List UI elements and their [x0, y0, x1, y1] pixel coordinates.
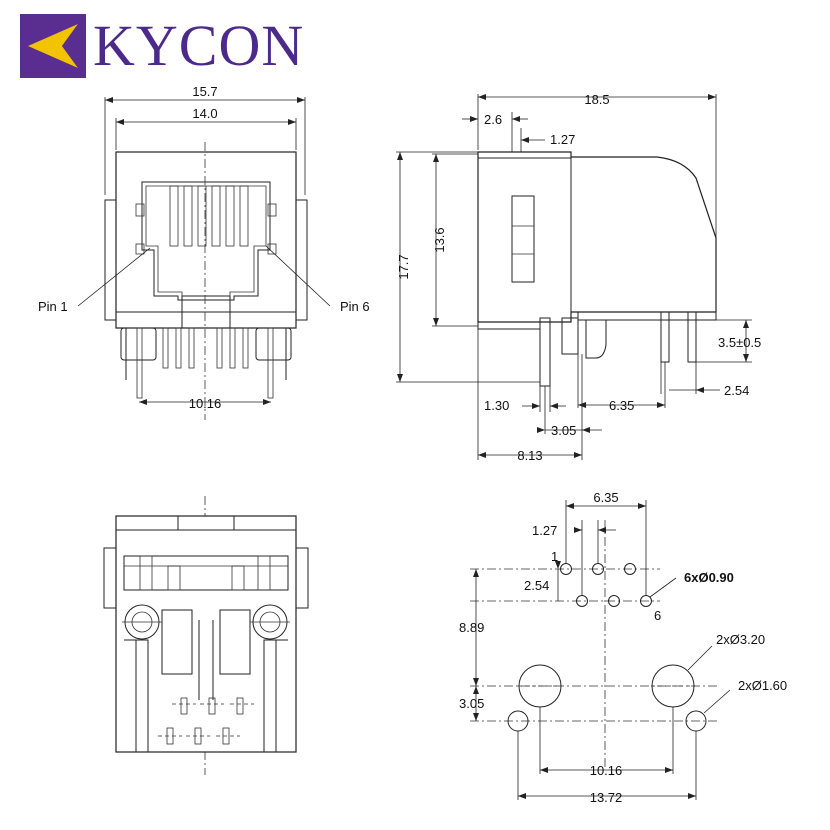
pcb-footprint: 1 6 6.35 1.27 2.54 6xØ0.90	[459, 490, 787, 805]
front-view: 15.7 14.0	[38, 84, 370, 420]
dim-tab-offset: 2.6	[484, 112, 502, 127]
pin-holes	[560, 563, 652, 607]
dim-pin-offset: 3.05	[551, 423, 576, 438]
dim-tab-width: 1.27	[550, 132, 575, 147]
label-peg-holes: 2xØ1.60	[738, 678, 787, 693]
kycon-logo-mark	[20, 14, 86, 78]
dim-post-pitch: 2.54	[724, 383, 749, 398]
brand-name: KYCON	[93, 13, 305, 78]
pin-label-6: 6	[654, 608, 661, 623]
dim-opening-height: 13.6	[432, 227, 447, 252]
dim-front-to-pin: 8.13	[517, 448, 542, 463]
dim-peg-span: 13.72	[590, 790, 623, 805]
dim-row-offset: 6.35	[609, 398, 634, 413]
label-pin-holes: 6xØ0.90	[684, 570, 734, 585]
dim-post-length: 3.5±0.5	[718, 335, 761, 350]
label-pin-1: Pin 1	[38, 299, 68, 314]
dim-pin-span: 10.16	[189, 396, 222, 411]
front-pins	[136, 327, 274, 399]
side-view: 18.5 2.6 1.27 17.7	[396, 92, 761, 463]
dim-post-to-peg: 3.05	[459, 696, 484, 711]
pin-label-1: 1	[551, 549, 558, 564]
bottom-view	[103, 496, 309, 775]
brand-logo: KYCON	[20, 12, 303, 80]
logo-arrow	[28, 24, 78, 68]
label-pin-6: Pin 6	[340, 299, 370, 314]
label-post-holes: 2xØ3.20	[716, 632, 765, 647]
dim-front-post: 1.30	[484, 398, 509, 413]
dim-post-span: 10.16	[590, 763, 623, 778]
bottom-pins	[158, 697, 254, 745]
jack-contacts	[169, 185, 249, 247]
dim-pin-to-post: 8.89	[459, 620, 484, 635]
dim-row-pitch: 2.54	[524, 578, 549, 593]
dim-pin-pitch: 1.27	[532, 523, 557, 538]
dim-inner-width: 14.0	[192, 106, 217, 121]
dim-overall-depth: 18.5	[584, 92, 609, 107]
logo-arrow-cut	[62, 24, 86, 68]
dim-overall-height: 17.7	[396, 254, 411, 279]
dim-row-span: 6.35	[593, 490, 618, 505]
dim-overall-width: 15.7	[192, 84, 217, 99]
